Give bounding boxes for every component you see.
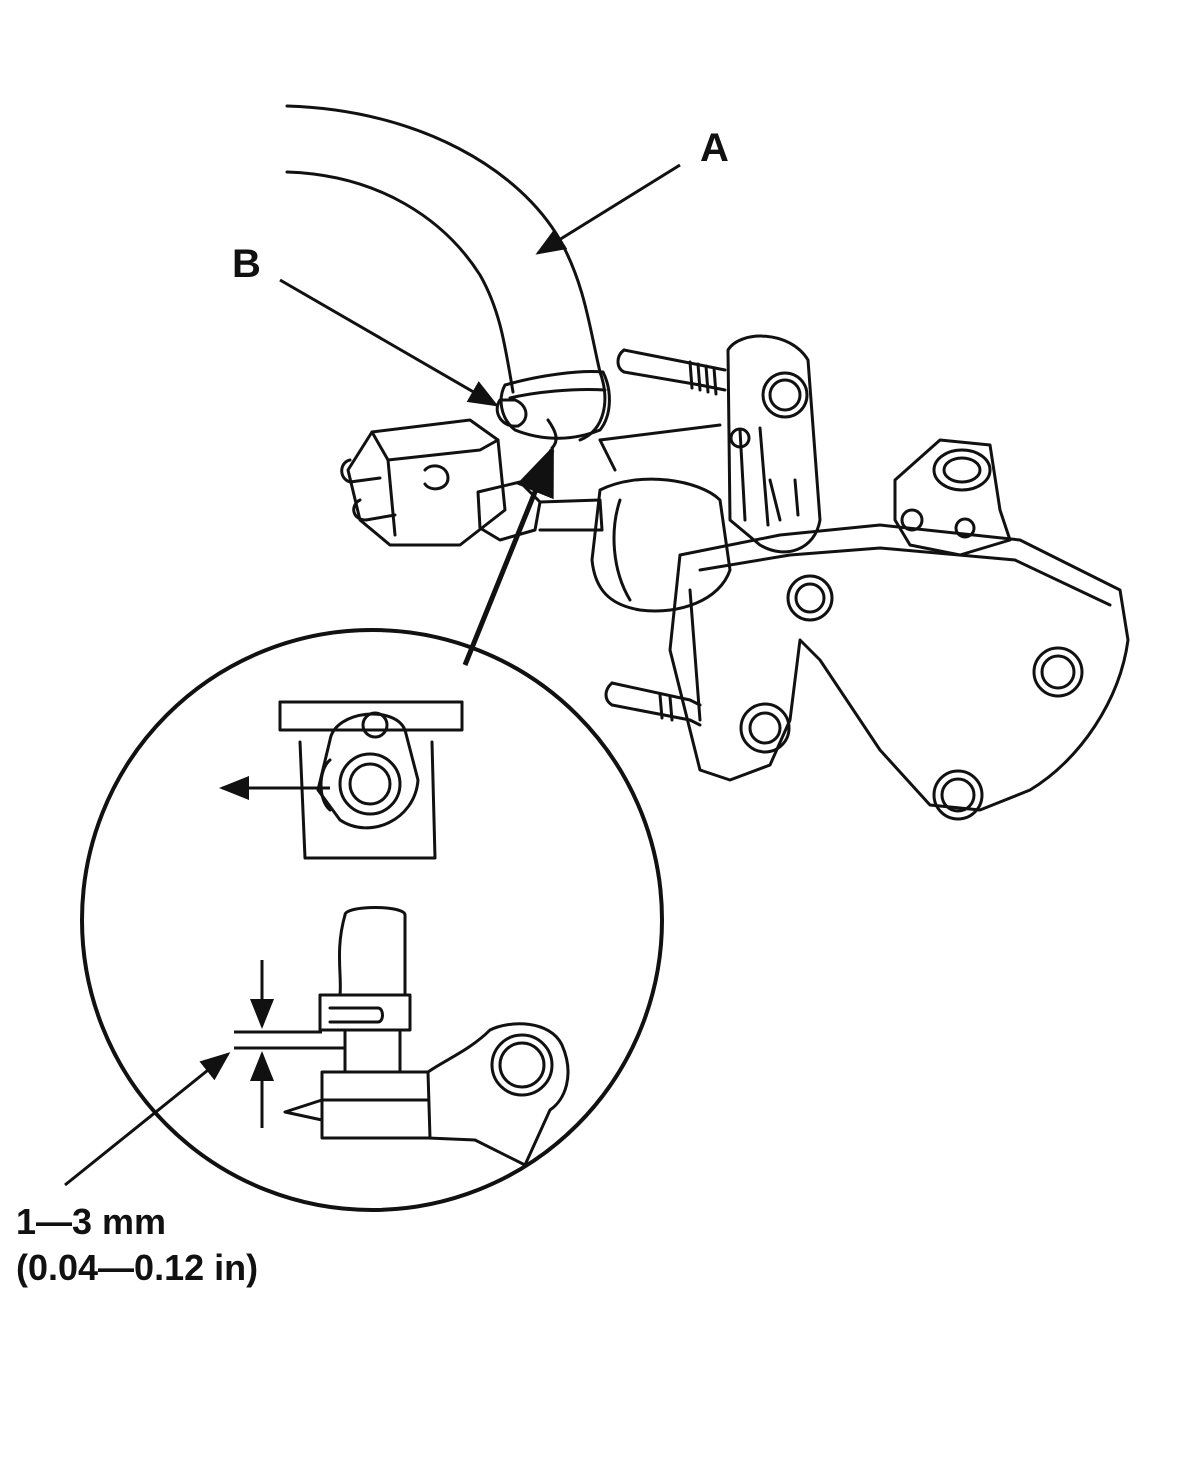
reservoir-hose bbox=[285, 104, 607, 442]
master-cylinder-body bbox=[590, 423, 732, 613]
callout-b-leader bbox=[279, 278, 499, 407]
upper-bracket bbox=[616, 334, 822, 554]
detail-circle bbox=[80, 628, 664, 1212]
detail-clip-side-view bbox=[283, 906, 570, 1167]
detail-pointer-arrow bbox=[462, 445, 555, 666]
reservoir-boss bbox=[893, 438, 1012, 557]
clearance-imperial-label: (0.04—0.12 in) bbox=[16, 1247, 259, 1288]
callout-label-a: A bbox=[700, 126, 729, 170]
clearance-metric-label: 1—3 mm bbox=[16, 1201, 167, 1242]
clearance-dimension bbox=[64, 960, 345, 1187]
callout-a-leader bbox=[535, 163, 681, 255]
hose-clip bbox=[495, 370, 611, 450]
pushrod-yoke bbox=[340, 418, 604, 547]
detail-clip-top-view bbox=[278, 700, 464, 860]
mounting-plate bbox=[604, 523, 1130, 821]
callout-label-b: B bbox=[232, 242, 261, 286]
